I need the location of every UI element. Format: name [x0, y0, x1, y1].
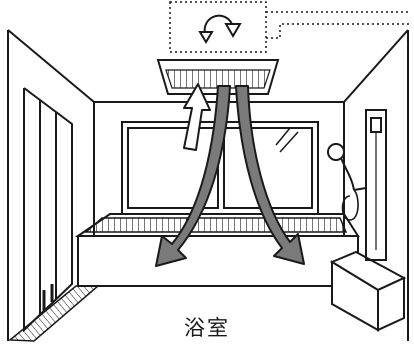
bathtub	[78, 214, 358, 286]
shower-head-icon	[328, 144, 354, 190]
entrance-door	[24, 88, 72, 330]
right-wall-top	[344, 30, 408, 102]
circular-arrow-icon	[200, 16, 240, 42]
room-label: 浴室	[0, 312, 414, 342]
left-wall-top	[8, 30, 94, 102]
